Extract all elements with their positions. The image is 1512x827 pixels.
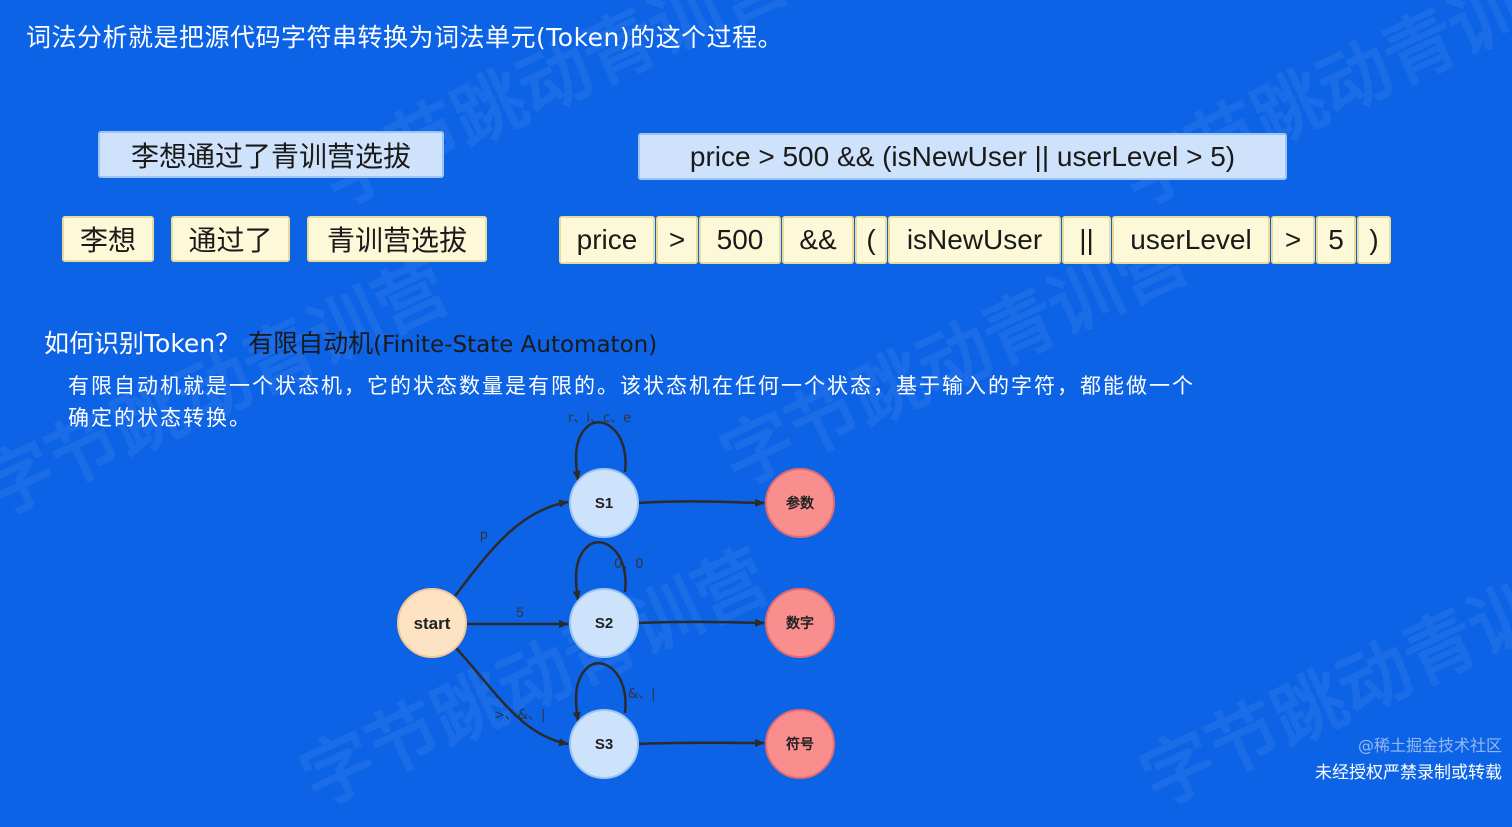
edge-label-p: p: [480, 526, 488, 542]
token-box: isNewUser: [888, 216, 1061, 264]
loop-label-s2: 0、0: [614, 557, 644, 572]
token-box: 5: [1316, 216, 1356, 264]
token-box: 500: [699, 216, 781, 264]
state-label-s2: S2: [595, 615, 613, 632]
edge-label-symbols: >、&、|: [494, 708, 545, 723]
token-box: 通过了: [171, 216, 290, 262]
output-label-number: 数字: [786, 615, 814, 632]
fsm-diagram: start S1 S2 S3 参数 数字 符号 p 5 >、&、| r、i、c、…: [397, 411, 835, 779]
token-box: userLevel: [1112, 216, 1270, 264]
edge-label-5: 5: [516, 604, 524, 620]
edge-s2-output: [637, 618, 765, 627]
fsa-name-cn: 有限自动机: [248, 329, 374, 358]
loop-s1: [572, 421, 627, 481]
fsa-name-en: (Finite-State Automaton): [373, 332, 658, 358]
output-node-symbol: [765, 709, 835, 779]
edge-start-s1: [454, 499, 569, 597]
state-node-s2: [569, 588, 639, 658]
token-box: ||: [1062, 216, 1111, 264]
token-box: ): [1357, 216, 1391, 264]
start-label: start: [414, 614, 451, 633]
output-label-params: 参数: [786, 495, 815, 512]
state-node-s1: [569, 468, 639, 538]
token-box: &&: [782, 216, 854, 264]
footer: @稀土掘金技术社区 未经授权严禁录制或转载: [1315, 732, 1502, 783]
token-box: 青训营选拔: [307, 216, 487, 262]
state-label-s1: S1: [595, 495, 613, 512]
fsa-description: 有限自动机就是一个状态机，它的状态数量是有限的。该状态机在任何一个状态，基于输入…: [68, 374, 1195, 430]
source-expression-box: price > 500 && (isNewUser || userLevel >…: [638, 133, 1287, 180]
source-credit: @稀土掘金技术社区: [1357, 736, 1502, 755]
loop-label-s1: r、i、c、e: [568, 411, 631, 426]
loop-label-s3: &、|: [628, 687, 656, 702]
token-box: 李想: [62, 216, 154, 262]
question-text: 如何识别Token？: [44, 329, 241, 358]
copyright-notice: 未经授权严禁录制或转载: [1315, 763, 1502, 783]
token-box: (: [855, 216, 887, 264]
token-box: price: [559, 216, 655, 264]
loop-s2: [572, 541, 627, 601]
source-string-box: 李想通过了青训营选拔: [98, 131, 444, 178]
state-node-s3: [569, 709, 639, 779]
edge-s1-output: [637, 498, 765, 507]
output-node-number: [765, 588, 835, 658]
output-node-params: [765, 468, 835, 538]
start-node: [397, 588, 467, 658]
section-heading: 如何识别Token？ 有限自动机(Finite-State Automaton): [44, 324, 657, 360]
edge-s3-output: [637, 738, 765, 747]
slide-title: 词法分析就是把源代码字符串转换为词法单元(Token)的这个过程。: [26, 23, 784, 52]
state-label-s3: S3: [595, 736, 613, 753]
token-box: >: [656, 216, 698, 264]
loop-s3: [572, 662, 627, 722]
token-box: >: [1271, 216, 1315, 264]
output-label-symbol: 符号: [785, 736, 814, 753]
edge-start-s3: [455, 647, 569, 747]
